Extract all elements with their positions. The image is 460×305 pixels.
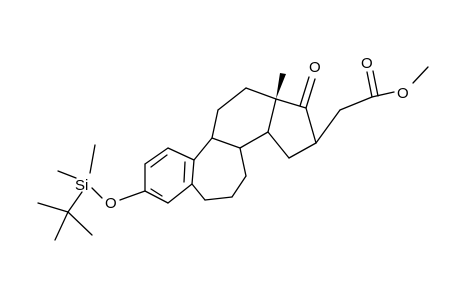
methyl-wedge <box>276 73 286 99</box>
ester-bond-1 <box>371 91 395 98</box>
atom-label-ether-oxygen: O <box>105 195 117 212</box>
bond-o-si <box>91 187 103 199</box>
bond-aryl-o <box>119 190 146 201</box>
bond-b1 <box>193 137 213 161</box>
bond-a2 <box>167 183 193 204</box>
bond-si-me1 <box>89 144 96 174</box>
bond-a-inner-3 <box>150 154 168 168</box>
atom-label-carbonyl-oxygen: O <box>361 55 373 72</box>
bond-d3 <box>288 142 317 159</box>
bond-a3 <box>144 190 169 204</box>
bond-c1 <box>211 109 219 139</box>
bond-b6 <box>191 183 206 201</box>
bond-b3 <box>239 147 247 177</box>
ketone-bond-1 <box>305 78 316 109</box>
ester-methyl-bond <box>412 66 429 84</box>
ester-carbonyl-1 <box>366 71 373 98</box>
bond-si-me2 <box>57 170 77 179</box>
bond-side-2 <box>339 96 373 111</box>
bond-b5 <box>204 196 233 201</box>
bond-side-1 <box>315 109 341 144</box>
bond-d4 <box>267 131 290 159</box>
bond-d2 <box>305 107 317 144</box>
bond-c4 <box>267 98 277 133</box>
bond-a6 <box>167 147 195 161</box>
bond-tbu-3 <box>67 211 93 236</box>
ketone-bond-2 <box>299 76 310 107</box>
bond-a-inner-1 <box>183 161 186 183</box>
atom-label-ketone-oxygen: O <box>309 59 321 76</box>
bond-tbu-1 <box>37 202 69 213</box>
bond-si-c <box>67 191 83 213</box>
bond-a-inner-2 <box>150 188 163 197</box>
bond-c5 <box>239 131 269 149</box>
bond-d1 <box>275 98 307 109</box>
bond-c2 <box>217 87 247 111</box>
bond-a1 <box>191 159 195 185</box>
bond-b4 <box>231 175 247 198</box>
ester-carbonyl-2 <box>372 70 379 97</box>
bond-b2 <box>211 137 241 149</box>
atom-label-ester-oxygen: O <box>397 85 409 102</box>
atom-label-silicon: Si <box>75 177 88 194</box>
bond-tbu-2 <box>54 211 69 241</box>
bond-c3 <box>245 87 277 100</box>
bond-a5 <box>144 147 169 165</box>
bond-lines <box>37 66 429 241</box>
